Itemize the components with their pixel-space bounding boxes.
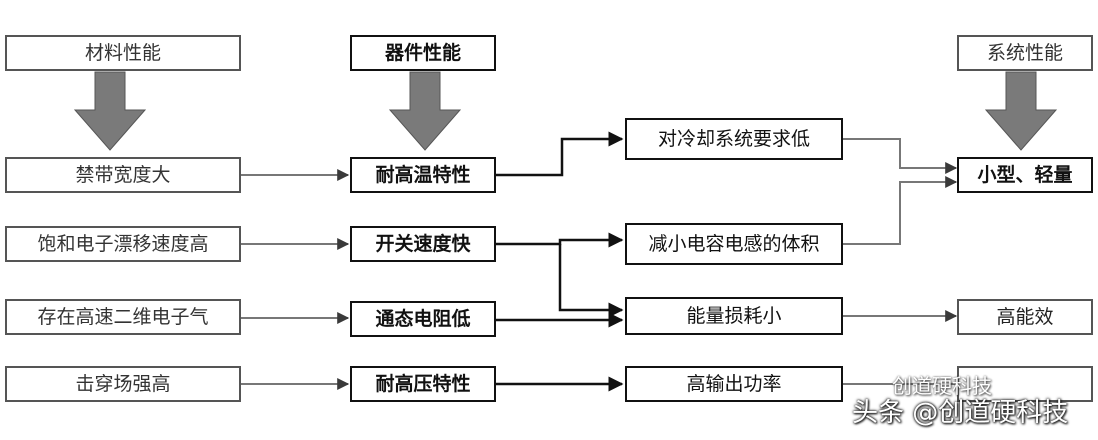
header-system: 系统性能 bbox=[957, 35, 1093, 71]
effect-output-power: 高输出功率 bbox=[625, 366, 843, 402]
device-low-on-resistance: 通态电阻低 bbox=[350, 301, 496, 337]
arrow-volume-small bbox=[843, 176, 958, 245]
system-partial-box bbox=[957, 366, 1093, 402]
arrow-cooling-small bbox=[843, 138, 958, 174]
device-fast-switching: 开关速度快 bbox=[350, 226, 496, 262]
arrow-switch-volume bbox=[496, 232, 624, 248]
material-drift-velocity: 饱和电子漂移速度高 bbox=[5, 226, 241, 262]
watermark-secondary: 创道硬科技 bbox=[892, 374, 992, 398]
device-high-temp: 耐高温特性 bbox=[350, 157, 496, 193]
header-material: 材料性能 bbox=[5, 35, 241, 71]
material-bandgap: 禁带宽度大 bbox=[5, 157, 241, 193]
arrow-switch-loss bbox=[558, 244, 624, 318]
down-arrow-material bbox=[73, 71, 147, 151]
system-high-efficiency: 高能效 bbox=[957, 299, 1093, 335]
system-small-light: 小型、轻量 bbox=[957, 157, 1093, 193]
material-breakdown-field: 击穿场强高 bbox=[5, 366, 241, 402]
watermark-main: 头条 @创道硬科技 bbox=[852, 398, 1069, 428]
arrow-hightemp-cooling bbox=[496, 131, 624, 177]
device-high-voltage: 耐高压特性 bbox=[350, 366, 496, 402]
material-2deg: 存在高速二维电子气 bbox=[5, 299, 241, 335]
effect-cooling: 对冷却系统要求低 bbox=[625, 118, 843, 160]
effect-energy-loss: 能量损耗小 bbox=[625, 297, 843, 335]
header-device: 器件性能 bbox=[350, 35, 496, 71]
effect-passive-volume: 减小电容电感的体积 bbox=[625, 223, 843, 265]
down-arrow-device bbox=[388, 71, 462, 151]
down-arrow-system bbox=[984, 71, 1058, 151]
